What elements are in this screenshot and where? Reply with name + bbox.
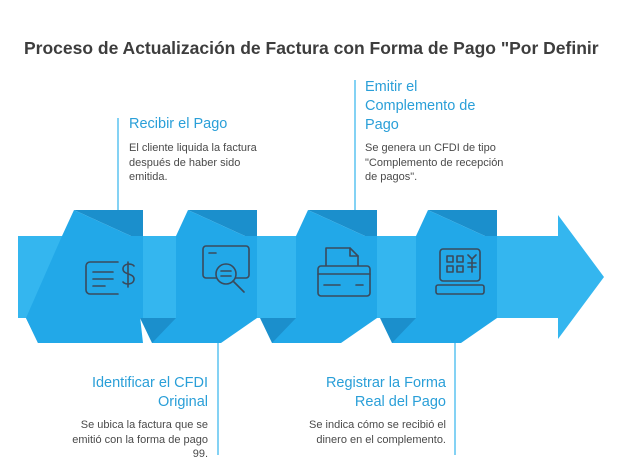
step-4-description: Se indica cómo se recibió el dinero en e…: [309, 419, 446, 446]
step-panel-4: [380, 210, 497, 343]
cash-icon: [85, 261, 135, 295]
page-title: Proceso de Actualización de Factura con …: [24, 38, 599, 58]
step-panel-1: [26, 210, 143, 343]
step-1-title: Recibir el Pago: [129, 116, 228, 132]
cash-register-icon: [435, 248, 485, 295]
step-3-description: Se genera un CFDI de tipo "Complemento d…: [365, 142, 504, 183]
step-panel-2: [140, 210, 257, 343]
step-4-title: Registrar la Forma Real del Pago: [325, 375, 446, 410]
invoice-icon: [317, 247, 371, 297]
step-3-title: Emitir el Complemento de Pago: [365, 79, 476, 133]
step-2-title: Identificar el CFDI Original: [91, 375, 208, 410]
step-1-description: El cliente liquida la factura después de…: [129, 142, 257, 183]
step-2-description: Se ubica la factura que se emitió con la…: [72, 419, 208, 460]
search-document-icon: [202, 245, 250, 293]
